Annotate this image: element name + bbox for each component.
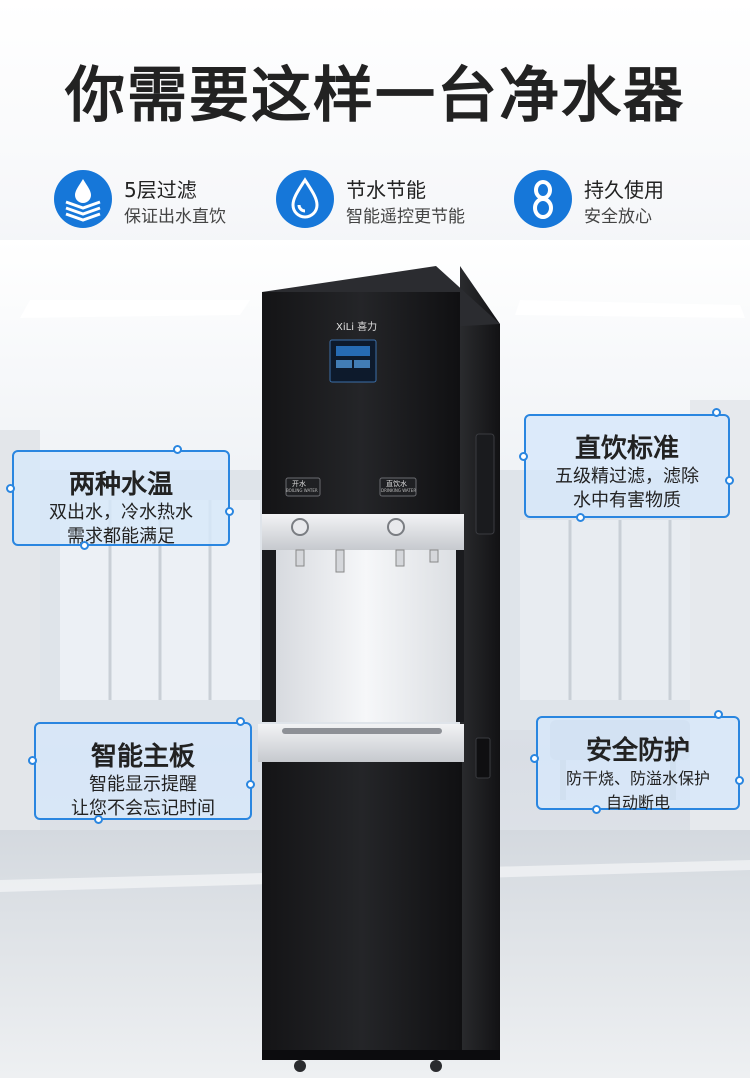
infinity-icon — [514, 170, 572, 228]
callout-dot — [80, 541, 89, 550]
callout-direct-drinking: 直饮标准 五级精过滤，滤除 水中有害物质 — [524, 414, 730, 518]
callout-dot — [714, 710, 723, 719]
callout-dot — [6, 484, 15, 493]
callout-dot — [173, 445, 182, 454]
callout-line: 自动断电 — [605, 793, 670, 812]
feature-desc: 安全放心 — [584, 207, 652, 227]
callout-smart-board: 智能主板 智能显示提醒 让您不会忘记时间 — [34, 722, 252, 820]
callout-dot — [725, 476, 734, 485]
boiling-water-sublabel: BOILING WATER — [286, 488, 318, 493]
feature-title: 节水节能 — [346, 178, 426, 202]
callout-dot — [576, 513, 585, 522]
callout-dot — [225, 507, 234, 516]
water-layers-icon — [54, 170, 112, 228]
callout-safety: 安全防护 防干烧、防溢水保护 自动断电 — [536, 716, 740, 812]
callout-line: 智能显示提醒 — [89, 774, 197, 795]
callout-line: 双出水，冷水热水 — [49, 502, 193, 523]
callout-temperature: 两种水温 双出水，冷水热水 需求都能满足 — [12, 450, 230, 547]
callout-dot — [94, 815, 103, 824]
callout-dot — [530, 754, 539, 763]
feature-title: 持久使用 — [584, 178, 664, 202]
callout-line: 五级精过滤，滤除 — [555, 466, 699, 487]
callout-title: 智能主板 — [90, 742, 195, 772]
feature-desc: 智能遥控更节能 — [346, 207, 465, 227]
page-title: 你需要这样一台净水器 — [65, 61, 685, 131]
callout-line: 让您不会忘记时间 — [71, 798, 215, 819]
feature-desc: 保证出水直饮 — [124, 207, 226, 227]
callout-line: 水中有害物质 — [573, 490, 681, 511]
water-drop-icon — [276, 170, 334, 228]
callout-title: 直饮标准 — [574, 434, 679, 464]
feature-title: 5层过滤 — [124, 178, 197, 202]
callout-title: 安全防护 — [585, 736, 690, 766]
callout-dot — [236, 717, 245, 726]
boiling-water-label: 开水 — [292, 480, 306, 488]
callout-dot — [735, 776, 744, 785]
callout-line: 需求都能满足 — [67, 526, 175, 547]
callout-line: 防干烧、防溢水保护 — [565, 769, 710, 788]
callout-dot — [28, 756, 37, 765]
brand-logo: XiLi 喜力 — [336, 322, 378, 333]
callout-dot — [592, 805, 601, 814]
drinking-water-sublabel: DRINKING WATER — [381, 488, 417, 493]
callout-dot — [712, 408, 721, 417]
callout-dot — [519, 452, 528, 461]
callout-title: 两种水温 — [68, 470, 173, 500]
callout-dot — [246, 780, 255, 789]
drinking-water-label: 直饮水 — [386, 480, 407, 488]
